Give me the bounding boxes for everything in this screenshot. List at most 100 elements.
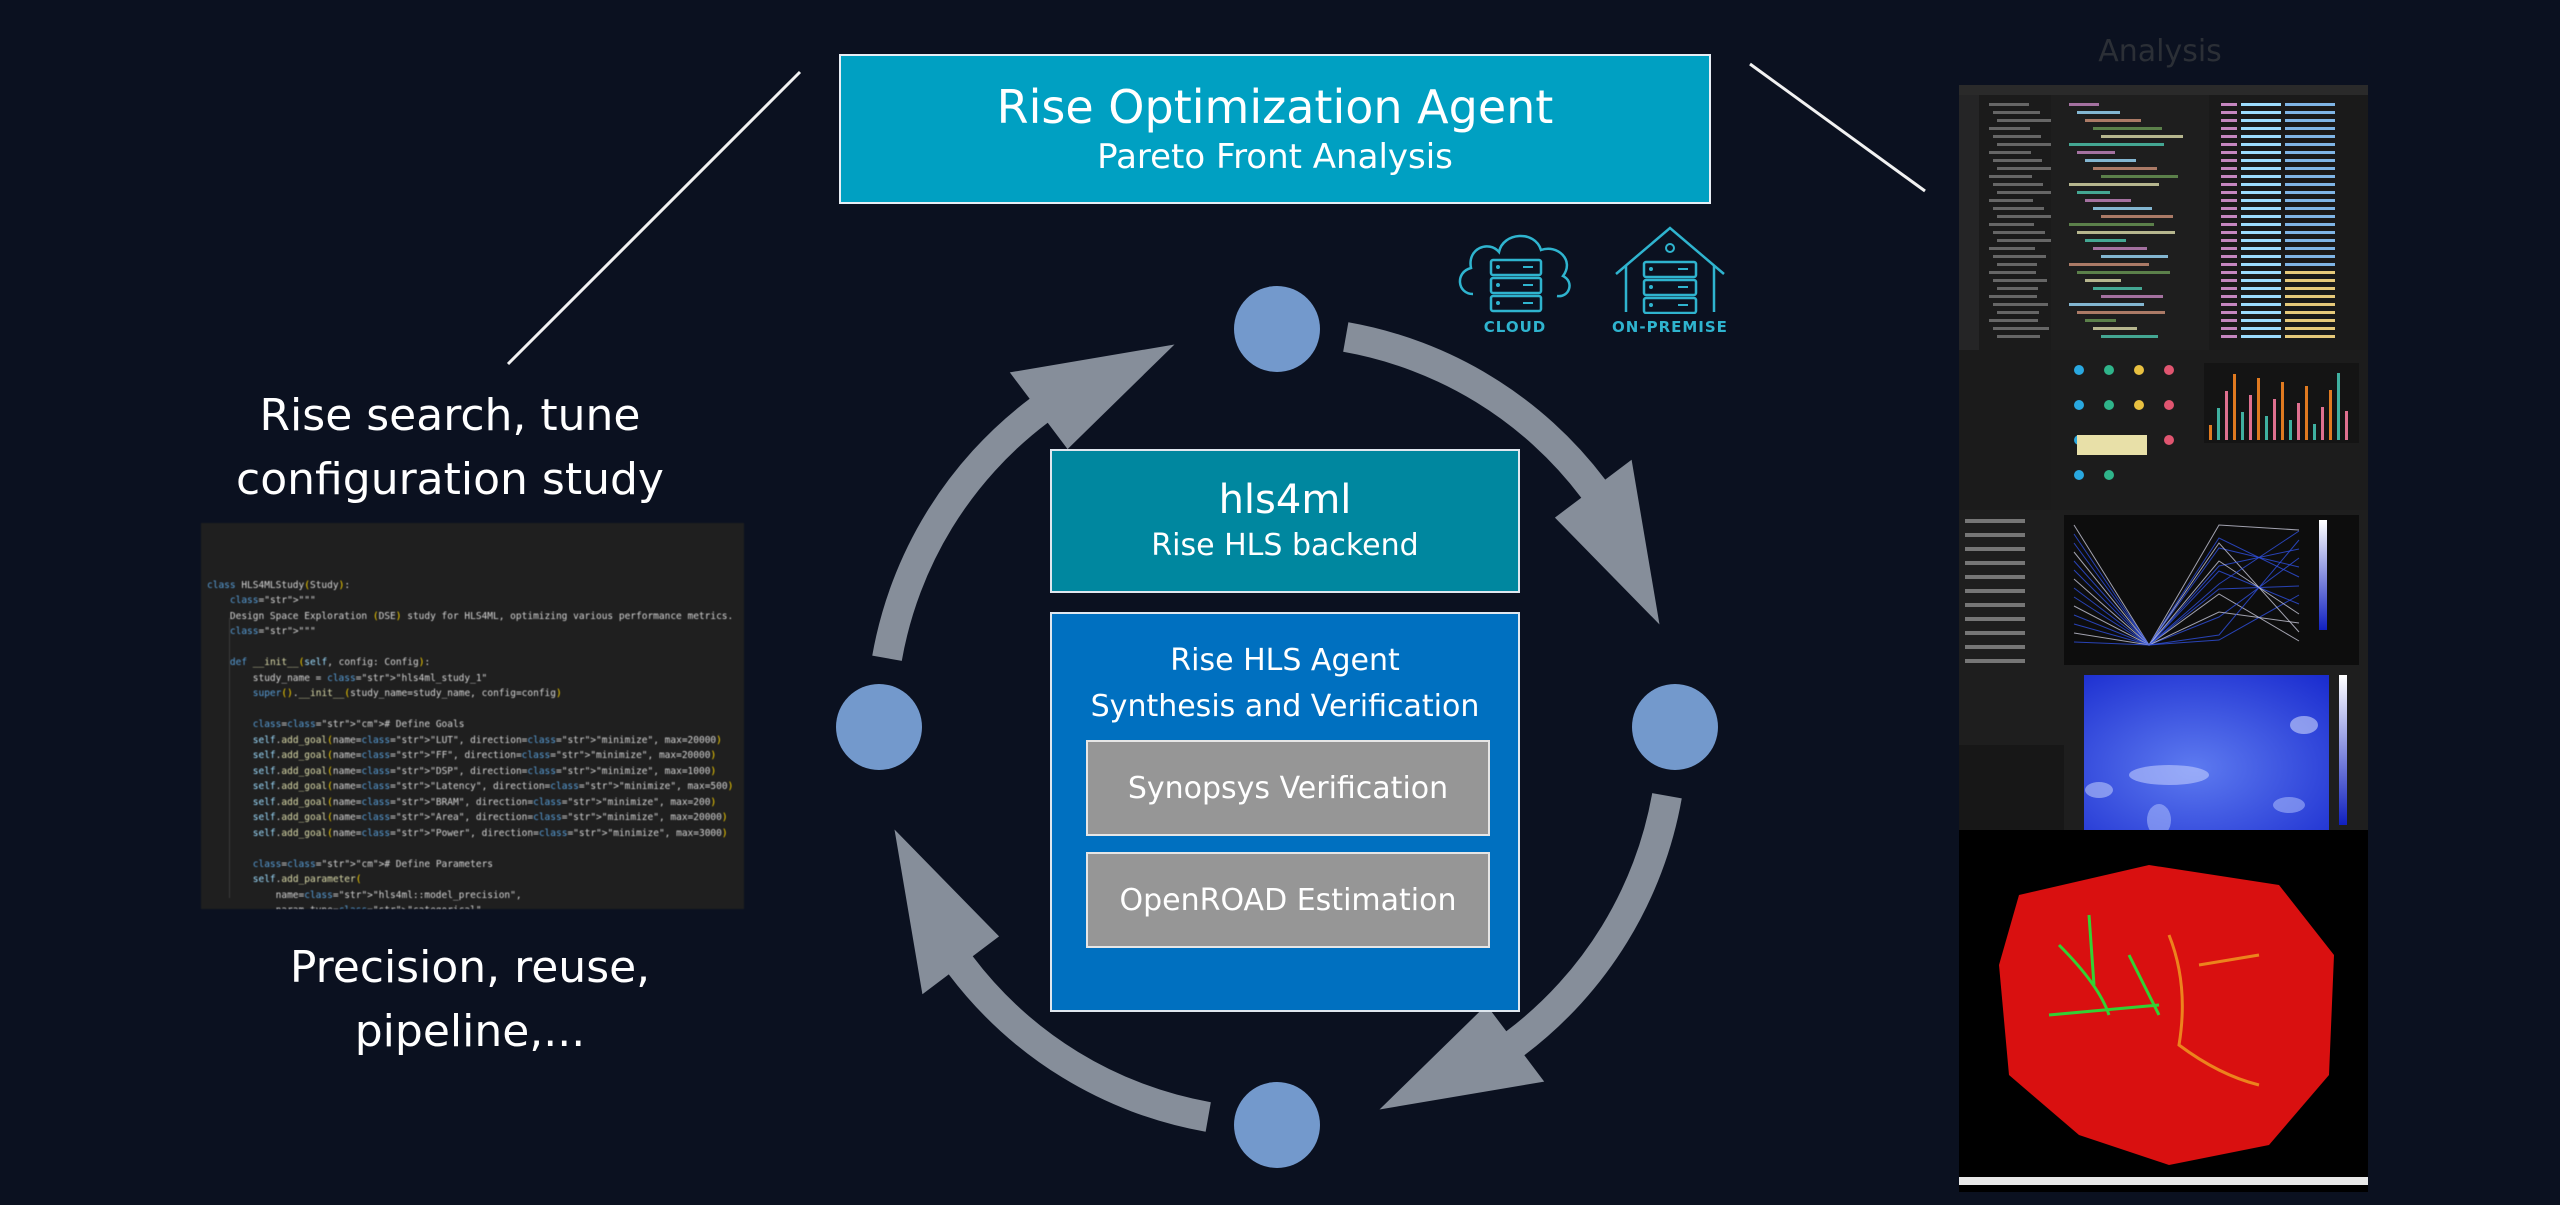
file-tree-item (1997, 191, 2054, 194)
bar-mark (2297, 403, 2300, 440)
code-token (2285, 263, 2335, 266)
code-line (207, 640, 744, 656)
code-token (2221, 287, 2237, 290)
legend-item (1965, 519, 2025, 523)
code-line: study_name = class="str">"hls4ml_study_1… (207, 672, 488, 684)
code-token (2285, 135, 2335, 138)
code-token (2221, 175, 2237, 178)
code-line-mark (2101, 255, 2168, 258)
code-token (2241, 279, 2281, 282)
code-token (2241, 223, 2281, 226)
code-line-mark (2069, 143, 2164, 146)
code-lines: class HLS4MLStudy(Study): class="str">""… (207, 578, 744, 910)
code-line: class HLS4MLStudy(Study): (207, 579, 351, 591)
search-description: Rise search, tune configuration study (180, 384, 720, 512)
code-token (2221, 231, 2237, 234)
bar-mark (2233, 374, 2236, 440)
file-tree-item (1989, 199, 2033, 202)
code-token (2221, 335, 2237, 338)
code-token (2241, 183, 2281, 186)
cycle-node-bottom (1234, 1082, 1320, 1168)
legend-item (1965, 617, 2025, 621)
circuit-node (2134, 365, 2144, 375)
code-token (2241, 143, 2281, 146)
file-tree-item (1993, 231, 2045, 234)
code-token (2221, 247, 2237, 250)
file-tree-item (1997, 143, 2052, 146)
code-token (2285, 287, 2335, 290)
code-line-mark (2069, 183, 2159, 186)
code-line-mark (2069, 223, 2154, 226)
code-token (2241, 135, 2281, 138)
code-token (2221, 263, 2237, 266)
file-tree-item (1989, 127, 2030, 130)
bar-mark (2209, 425, 2212, 440)
hls4ml-box: hls4ml Rise HLS backend (1050, 449, 1520, 593)
code-token (2285, 311, 2335, 314)
code-line-mark (2085, 199, 2131, 202)
house-server-icon (1615, 226, 1725, 314)
code-line-mark (2101, 295, 2163, 298)
code-line: name=class="str">"hls4ml::model_precisio… (207, 889, 522, 901)
code-token (2221, 135, 2237, 138)
search-text-line2: configuration study (236, 454, 664, 505)
file-tree-item (1997, 263, 2037, 266)
hls-agent-title-line1: Rise HLS Agent (1170, 643, 1400, 678)
code-token (2285, 255, 2335, 258)
code-token (2221, 239, 2237, 242)
parallel-coordinates-plot (1959, 510, 2368, 670)
code-line: self.add_goal(name=class="str">"BRAM", d… (252, 796, 717, 808)
bar-mark (2329, 390, 2332, 440)
legend-item (1965, 645, 2025, 649)
code-line: self.add_goal(name=class="str">"LUT", di… (252, 734, 722, 746)
bar-mark (2241, 412, 2244, 440)
bar-mark (2289, 420, 2292, 440)
code-token (2285, 127, 2335, 130)
code-token (2285, 215, 2335, 218)
code-line: self.add_parameter( (252, 874, 362, 885)
code-line: self.add_goal(name=class="str">"Area", d… (252, 812, 728, 823)
code-line-mark (2085, 119, 2141, 122)
on-premise-label: ON-PREMISE (1612, 318, 1728, 336)
code-token (2221, 295, 2237, 298)
code-line-mark (2101, 215, 2173, 218)
code-line-mark (2093, 247, 2147, 250)
code-line-mark (2077, 311, 2165, 314)
file-tree-item (1993, 183, 2043, 186)
file-tree-item (1989, 271, 2036, 274)
file-tree-item (1997, 287, 2038, 290)
arrow-top-left (872, 344, 1175, 661)
code-token (2285, 175, 2335, 178)
code-token (2241, 191, 2281, 194)
file-tree-item (1989, 175, 2032, 178)
circuit-node (2074, 365, 2084, 375)
code-token (2221, 223, 2237, 226)
circuit-node (2134, 400, 2144, 410)
code-token (2221, 119, 2237, 122)
openroad-estimation-step: OpenROAD Estimation (1086, 852, 1490, 948)
page-title: Rise Optimization Agent (996, 80, 1554, 134)
contour-heatmap (1959, 670, 2368, 836)
legend-item (1965, 659, 2025, 663)
bar-mark (2345, 411, 2348, 440)
code-token (2241, 119, 2281, 122)
hls-agent-box: Rise HLS Agent Synthesis and Verificatio… (1050, 612, 1520, 1012)
code-token (2221, 159, 2237, 162)
synopsys-verification-step: Synopsys Verification (1086, 740, 1490, 836)
code-token (2285, 231, 2335, 234)
code-token (2221, 327, 2237, 330)
arrow-bottom-left (894, 829, 1211, 1132)
file-tree-item (1997, 215, 2055, 218)
code-line: param_type=class="str">"categorical", (207, 903, 744, 909)
code-token (2285, 279, 2335, 282)
code-line: super().__init__(study_name=study_name, … (252, 688, 562, 699)
circuit-node (2074, 470, 2084, 480)
bar-mark (2249, 395, 2252, 440)
code-line: self.add_goal(name=class="str">"FF", dir… (252, 750, 717, 761)
code-token (2285, 319, 2335, 322)
analysis-collage (1959, 85, 2368, 1192)
cloud-option: CLOUD (1450, 226, 1580, 336)
ide-code-view (1959, 85, 2368, 350)
code-token (2285, 167, 2335, 170)
